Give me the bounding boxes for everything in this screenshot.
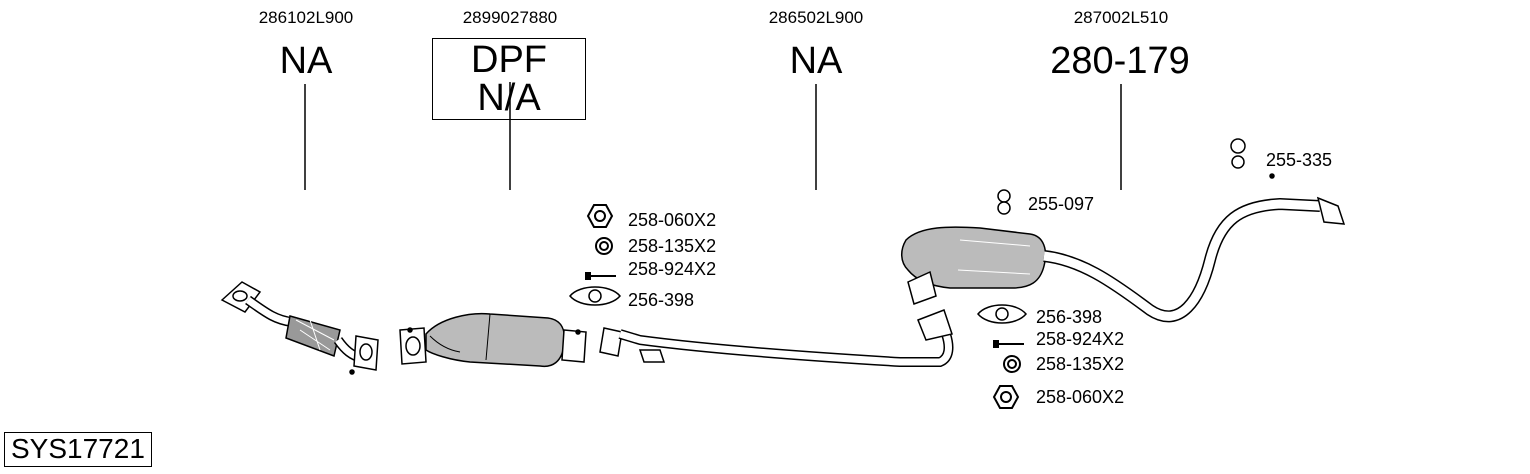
washer-icon	[595, 237, 613, 255]
label-rubber-mount-2: 255-097	[1028, 194, 1095, 214]
rear-silencer-drawing	[901, 173, 1346, 323]
washer-icon	[1003, 355, 1021, 373]
rubber-mount-icon	[997, 189, 1011, 215]
label-washer-right: 258-135X2	[1036, 354, 1125, 374]
label-washer-left: 258-135X2	[628, 236, 717, 256]
oe-number-dpf: 2899027880	[462, 8, 558, 27]
label-rubber-mount-1: 255-335	[1266, 150, 1333, 170]
rubber-mount-icon	[1230, 138, 1246, 169]
label-gasket-left: 256-398	[628, 290, 695, 310]
dpf-drawing	[399, 312, 587, 368]
bolt-icon	[993, 340, 1024, 348]
label-bolt-left: 258-924X2	[628, 259, 717, 279]
system-id-box: SYS17721	[4, 432, 152, 467]
bolt-icon	[585, 272, 616, 280]
oe-number-front-pipe: 286102L900	[258, 8, 354, 27]
label-nut-left: 258-060X2	[628, 210, 717, 230]
oe-number-rear-silencer: 287002L510	[1073, 8, 1169, 27]
middle-pipe-drawing	[599, 309, 954, 367]
label-nut-right: 258-060X2	[1036, 387, 1125, 407]
front-pipe-drawing	[220, 281, 379, 375]
label-gasket-right: 256-398	[1036, 307, 1103, 327]
part-number-middle-pipe: NA	[789, 40, 843, 82]
label-bolt-right: 258-924X2	[1036, 329, 1125, 349]
part-number-dpf: DPF N/A	[432, 38, 586, 120]
nut-icon	[586, 204, 614, 228]
oe-number-middle-pipe: 286502L900	[768, 8, 864, 27]
gasket-icon	[569, 286, 621, 306]
part-number-rear-silencer: 280-179	[1050, 40, 1190, 82]
gasket-icon	[977, 304, 1027, 324]
part-number-front-pipe: NA	[279, 40, 333, 82]
nut-icon	[992, 385, 1020, 409]
